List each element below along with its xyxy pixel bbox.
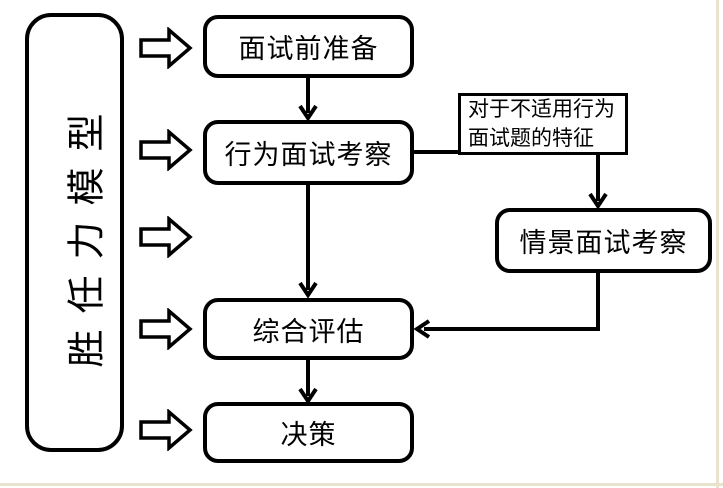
page-edge-right xyxy=(716,0,719,488)
competency-model-box: 胜任力模型 xyxy=(25,13,124,452)
arrowhead-down-icon xyxy=(298,281,318,299)
node-situational-interview-label: 情景面试考察 xyxy=(519,228,688,258)
arrowhead-left-icon xyxy=(413,319,431,339)
note-unsuitable-traits-label: 对于不适用行为 面试题的特征 xyxy=(468,97,615,150)
block-arrow-icon xyxy=(139,308,193,350)
node-decision: 决策 xyxy=(203,402,414,463)
node-comprehensive-evaluation-label: 综合评估 xyxy=(252,316,365,347)
note-unsuitable-traits: 对于不适用行为 面试题的特征 xyxy=(458,93,628,155)
node-comprehensive-evaluation: 综合评估 xyxy=(203,298,414,360)
block-arrow-icon xyxy=(139,129,193,171)
competency-model-label: 胜任力模型 xyxy=(66,97,109,368)
block-arrow-icon xyxy=(139,27,193,69)
connector-situational-to-evaluation xyxy=(424,272,600,331)
node-pre-interview-prep: 面试前准备 xyxy=(203,15,414,78)
node-decision-label: 决策 xyxy=(280,420,337,450)
block-arrow-icon xyxy=(139,216,193,258)
node-behavioral-interview: 行为面试考察 xyxy=(203,120,414,185)
block-arrow-icon xyxy=(139,409,193,451)
arrowhead-down-icon xyxy=(588,192,608,210)
node-behavioral-interview-label: 行为面试考察 xyxy=(224,140,393,170)
node-situational-interview: 情景面试考察 xyxy=(495,208,712,273)
arrowhead-down-icon xyxy=(298,387,318,405)
arrowhead-down-icon xyxy=(298,104,318,122)
node-pre-interview-prep-label: 面试前准备 xyxy=(238,34,379,64)
page-edge-bottom xyxy=(0,483,723,486)
